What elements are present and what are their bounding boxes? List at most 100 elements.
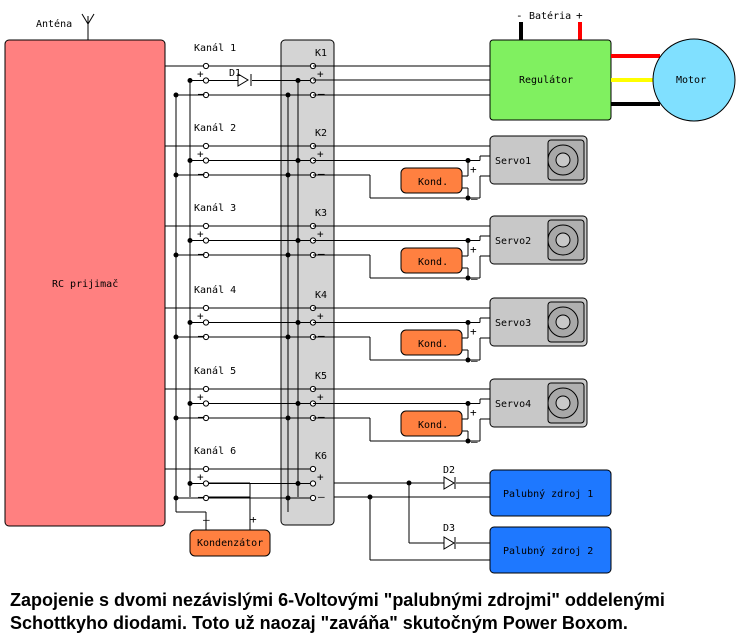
pin-contact bbox=[309, 494, 317, 502]
rc-receiver-label: RC prijimač bbox=[52, 278, 118, 290]
pin-contact bbox=[202, 480, 210, 487]
pin-contact bbox=[202, 333, 210, 341]
pin-contact bbox=[202, 414, 210, 422]
motor-wires bbox=[611, 54, 660, 106]
junction bbox=[465, 401, 471, 406]
servo-label: Servo3 bbox=[495, 318, 531, 329]
plus-sign: + bbox=[470, 163, 477, 176]
minus-sign: – bbox=[198, 247, 205, 260]
supply-wiring bbox=[334, 482, 490, 561]
junction bbox=[285, 172, 291, 178]
onboard-supply-1-label: Palubný zdroj 1 bbox=[503, 488, 593, 500]
junction bbox=[173, 172, 179, 178]
junction bbox=[295, 158, 301, 163]
pin-contact bbox=[202, 171, 210, 179]
junction bbox=[285, 252, 291, 258]
connector-label: K5 bbox=[315, 371, 327, 382]
junction bbox=[465, 238, 471, 243]
main-capacitor-minus: – bbox=[203, 513, 210, 526]
servo-capacitor bbox=[400, 329, 463, 356]
channel-label: Kanál 2 bbox=[194, 122, 236, 134]
supply-junction bbox=[406, 480, 412, 486]
pin-contact bbox=[202, 319, 210, 326]
motor-label: Motor bbox=[676, 75, 706, 86]
pin-contact bbox=[202, 157, 210, 164]
servo-capacitor bbox=[400, 167, 463, 194]
junction bbox=[187, 158, 193, 163]
battery-plus-sign: + bbox=[576, 9, 583, 22]
junction bbox=[285, 92, 291, 98]
servo-capacitor-label: Kond. bbox=[418, 339, 448, 350]
servo-capacitor-label: Kond. bbox=[418, 257, 448, 268]
plus-sign: + bbox=[197, 391, 204, 404]
connector-label: K1 bbox=[315, 48, 327, 59]
servo-capacitor bbox=[400, 247, 463, 274]
plus-sign: + bbox=[317, 471, 324, 484]
junction bbox=[465, 275, 471, 281]
minus-sign: – bbox=[318, 410, 325, 423]
junction bbox=[465, 158, 471, 163]
plus-sign: + bbox=[317, 148, 324, 161]
plus-sign: + bbox=[197, 471, 204, 484]
junction bbox=[465, 320, 471, 325]
diode-d1 bbox=[237, 73, 249, 87]
minus-sign: – bbox=[471, 435, 478, 448]
rc-receiver bbox=[4, 39, 166, 527]
diode-d3-label: D3 bbox=[443, 523, 455, 534]
servo-shaft bbox=[555, 152, 571, 168]
plus-sign: + bbox=[197, 148, 204, 161]
pin-contact bbox=[202, 251, 210, 259]
servo-label: Servo4 bbox=[495, 399, 531, 410]
channel-label: Kanál 1 bbox=[194, 42, 236, 54]
minus-sign: – bbox=[318, 329, 325, 342]
junction bbox=[187, 481, 193, 486]
onboard-supply-2-label: Palubný zdroj 2 bbox=[503, 545, 593, 557]
motor bbox=[652, 38, 736, 122]
main-capacitor-label: Kondenzátor bbox=[197, 537, 263, 549]
diode-d1-label: D1 bbox=[229, 68, 241, 79]
pin-contact bbox=[202, 494, 210, 502]
channel-label: Kanál 6 bbox=[194, 445, 236, 457]
pin-contact bbox=[309, 465, 317, 473]
rails bbox=[175, 80, 299, 530]
junction bbox=[295, 401, 301, 406]
minus-sign: – bbox=[318, 490, 325, 503]
pin-contact bbox=[202, 142, 210, 150]
junction bbox=[285, 415, 291, 421]
plus-sign: + bbox=[197, 310, 204, 323]
main-capacitor-plus: + bbox=[250, 513, 257, 526]
pin-contact bbox=[202, 91, 210, 99]
antenna bbox=[81, 13, 95, 40]
servo-label: Servo2 bbox=[495, 236, 531, 247]
connector-label: K6 bbox=[315, 451, 327, 462]
junction bbox=[173, 252, 179, 258]
plus-sign: + bbox=[470, 406, 477, 419]
servo-capacitor bbox=[400, 410, 463, 437]
minus-sign: – bbox=[318, 87, 325, 100]
junction bbox=[295, 78, 301, 83]
diode-d2 bbox=[443, 476, 456, 490]
junction bbox=[295, 481, 301, 486]
minus-sign: – bbox=[198, 490, 205, 503]
channel-label: Kanál 3 bbox=[194, 202, 236, 214]
regulator-label: Regulátor bbox=[519, 74, 573, 86]
plus-sign: + bbox=[317, 68, 324, 81]
servo-capacitor-label: Kond. bbox=[418, 420, 448, 431]
junction bbox=[187, 78, 193, 83]
plus-sign: + bbox=[470, 325, 477, 338]
pin-contact bbox=[202, 237, 210, 244]
pin-contact bbox=[202, 62, 210, 70]
minus-sign: – bbox=[471, 354, 478, 367]
servo-label: Servo1 bbox=[495, 156, 531, 167]
caption-line-2: Schottkyho diodami. Toto už naozaj "zavá… bbox=[10, 613, 628, 633]
onboard-supply-2 bbox=[489, 526, 612, 574]
servo-capacitor-label: Kond. bbox=[418, 177, 448, 188]
battery-minus-sign: - bbox=[516, 9, 523, 22]
channel-label: Kanál 5 bbox=[194, 365, 236, 377]
junction bbox=[465, 195, 471, 201]
junction bbox=[173, 334, 179, 340]
minus-sign: – bbox=[318, 167, 325, 180]
junction bbox=[187, 238, 193, 243]
connector-label: K2 bbox=[315, 128, 327, 139]
servo-shaft bbox=[555, 232, 571, 248]
